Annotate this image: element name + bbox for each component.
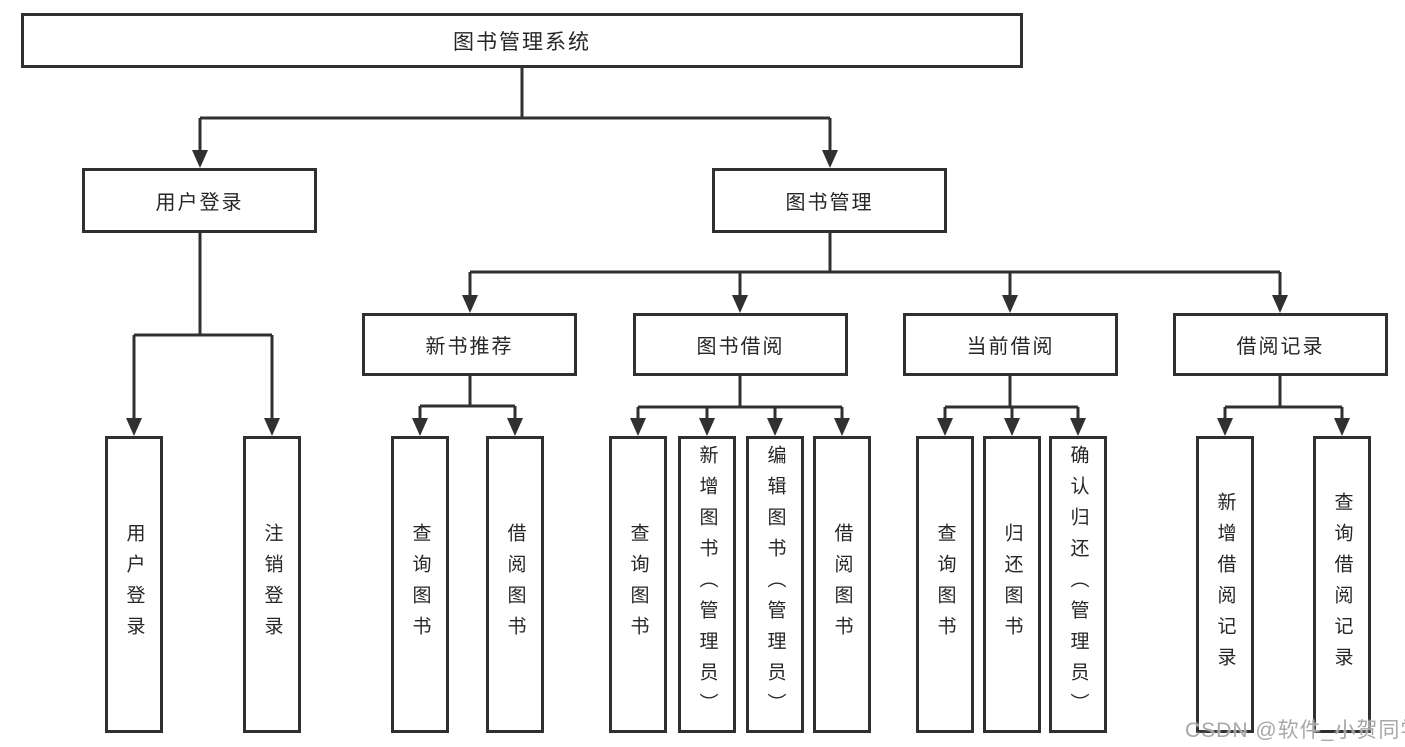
- csdn-watermark: CSDN @软件_小贺同学: [1185, 719, 1405, 742]
- leaf-label: 查询图书: [934, 522, 956, 647]
- leaf-edit-book-admin: 编辑图书（管理员）: [746, 436, 804, 733]
- node-label: 新书推荐: [425, 336, 514, 358]
- leaf-add-book-admin: 新增图书（管理员）: [678, 436, 736, 733]
- leaf-label: 新增借阅记录: [1214, 491, 1236, 678]
- leaf-add-borrow-record: 新增借阅记录: [1196, 436, 1254, 733]
- node-label: 借阅记录: [1236, 336, 1325, 358]
- node-label: 图书管理系统: [453, 30, 591, 54]
- leaf-label: 借阅图书: [504, 522, 526, 647]
- leaf-label: 查询图书: [409, 522, 431, 647]
- node-user-login-branch: 用户登录: [82, 168, 317, 233]
- leaf-borrow-books-recommend: 借阅图书: [486, 436, 544, 733]
- leaf-label: 借阅图书: [831, 522, 853, 647]
- node-label: 用户登录: [155, 192, 244, 214]
- node-label: 图书管理: [785, 192, 874, 214]
- node-label: 图书借阅: [696, 336, 785, 358]
- leaf-label: 用户登录: [123, 522, 145, 647]
- leaf-confirm-return-admin: 确认归还（管理员）: [1049, 436, 1107, 733]
- leaf-label: 注销登录: [261, 522, 283, 647]
- node-new-book-recommend: 新书推荐: [362, 313, 577, 376]
- leaf-label: 新增图书（管理员）: [696, 445, 718, 724]
- leaf-label: 确认归还（管理员）: [1067, 445, 1089, 724]
- leaf-label: 查询图书: [627, 522, 649, 647]
- node-book-management-branch: 图书管理: [712, 168, 947, 233]
- node-borrowing-records: 借阅记录: [1173, 313, 1388, 376]
- leaf-return-book: 归还图书: [983, 436, 1041, 733]
- leaf-borrow-books: 借阅图书: [813, 436, 871, 733]
- node-book-borrowing: 图书借阅: [633, 313, 848, 376]
- node-current-borrowing: 当前借阅: [903, 313, 1118, 376]
- leaf-logout: 注销登录: [243, 436, 301, 733]
- leaf-label: 编辑图书（管理员）: [764, 445, 786, 724]
- leaf-query-books-recommend: 查询图书: [391, 436, 449, 733]
- leaf-label: 查询借阅记录: [1331, 491, 1353, 678]
- leaf-query-books-borrowing: 查询图书: [609, 436, 667, 733]
- node-library-management-system: 图书管理系统: [21, 13, 1023, 68]
- node-label: 当前借阅: [966, 336, 1055, 358]
- leaf-query-books-current: 查询图书: [916, 436, 974, 733]
- leaf-user-login: 用户登录: [105, 436, 163, 733]
- leaf-query-borrow-record: 查询借阅记录: [1313, 436, 1371, 733]
- leaf-label: 归还图书: [1001, 522, 1023, 647]
